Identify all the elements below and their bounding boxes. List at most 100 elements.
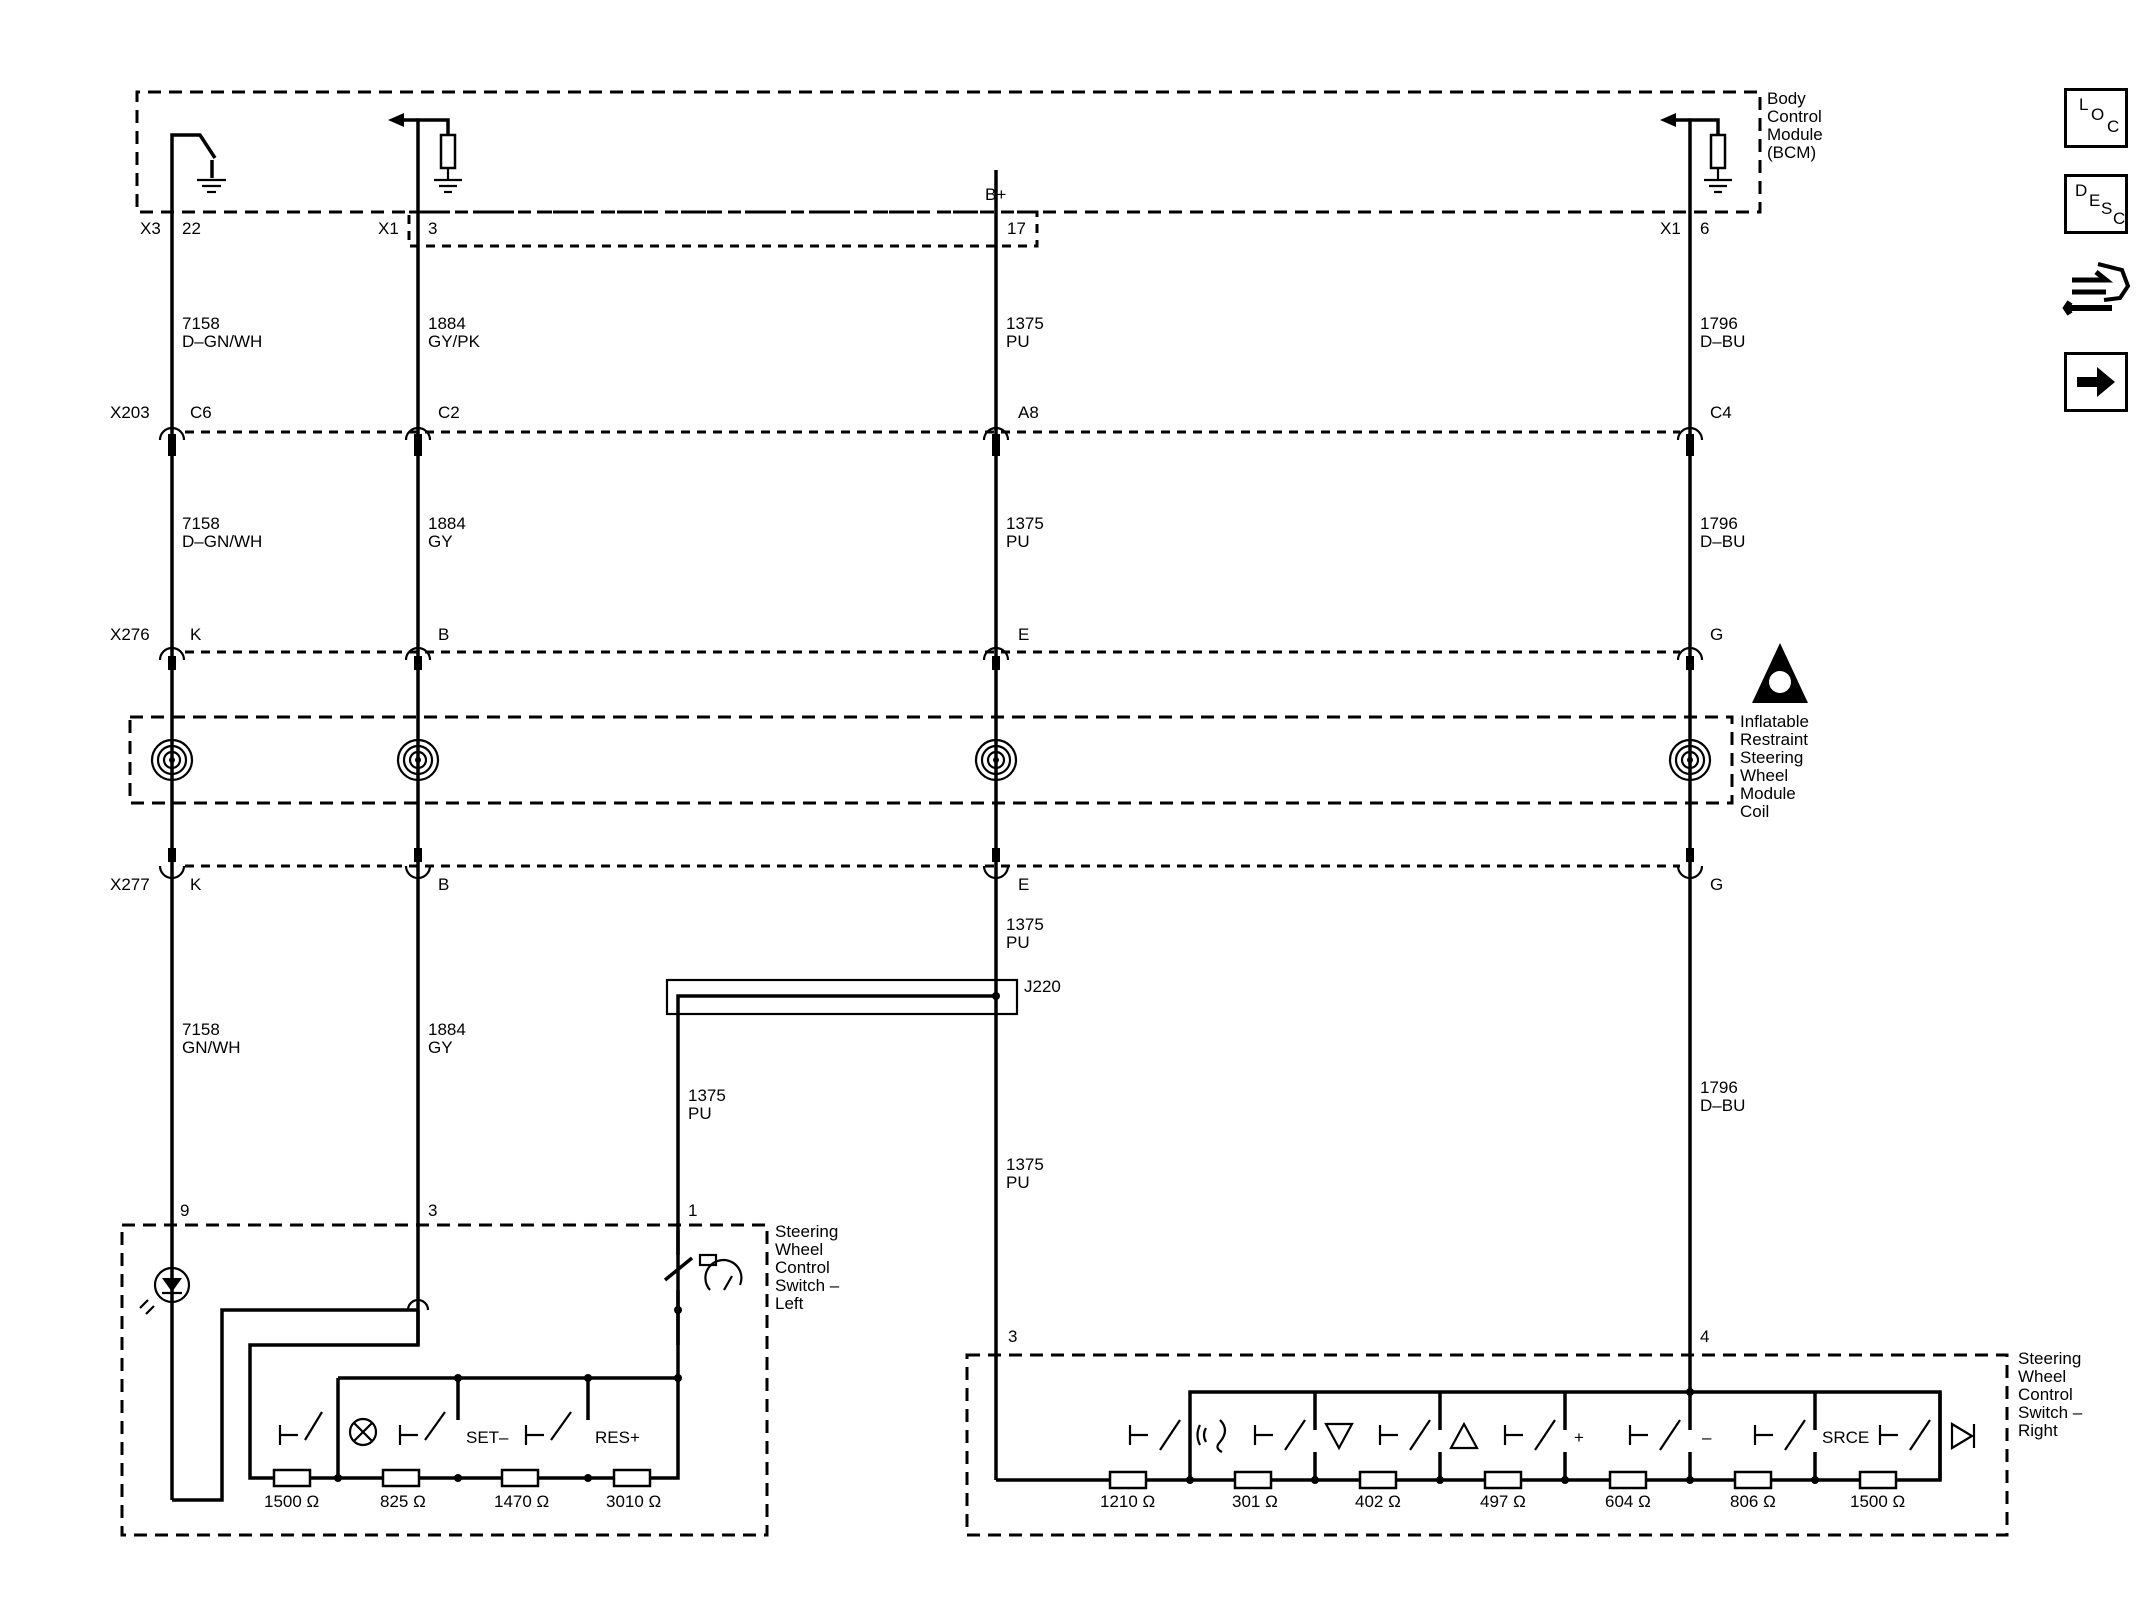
bcm-label-line: (BCM) bbox=[1767, 143, 1816, 162]
next-arrow-icon[interactable] bbox=[2064, 352, 2128, 412]
minus-label: – bbox=[1702, 1428, 1712, 1447]
bcm-module: Body Control Module (BCM) X3 22 X1 3 B+ … bbox=[135, 89, 1823, 248]
connector-x276: X276 K B E G bbox=[110, 625, 1723, 654]
circuit-number: 1375 bbox=[1006, 1155, 1044, 1174]
right-switch-label-line: Wheel bbox=[2018, 1367, 2066, 1386]
set-minus-label: SET– bbox=[466, 1428, 509, 1447]
arrow-left-icon bbox=[1660, 113, 1676, 127]
left-switch-module: 9 3 1 Steering Wheel Control Switch – Le… bbox=[120, 1201, 840, 1537]
svg-text:Wheel: Wheel bbox=[1740, 766, 1788, 785]
circuit-number: 7158 bbox=[182, 1020, 220, 1039]
description-icon[interactable]: D E S C bbox=[2064, 174, 2128, 234]
splice-j220: J220 bbox=[665, 977, 1061, 1345]
location-icon[interactable]: L O C bbox=[2064, 88, 2128, 148]
cancel-icon bbox=[348, 1417, 378, 1447]
svg-text:Switch –: Switch – bbox=[2018, 1403, 2083, 1422]
resistor-value: 497 Ω bbox=[1480, 1492, 1526, 1511]
right-switch-label-line: Switch – bbox=[2018, 1403, 2083, 1422]
pin-label: 3 bbox=[428, 1201, 437, 1220]
resistor-icon bbox=[1858, 1470, 1898, 1490]
svg-text:Coil: Coil bbox=[1740, 802, 1769, 821]
wire-color: D–GN/WH bbox=[182, 332, 262, 351]
left-switch-label-line: Switch – bbox=[775, 1276, 840, 1295]
resistor-value: 3010 Ω bbox=[606, 1492, 661, 1511]
coil-label-line: Wheel bbox=[1740, 766, 1788, 785]
svg-text:Control: Control bbox=[1767, 107, 1822, 126]
up-triangle-icon bbox=[1449, 1421, 1479, 1450]
cavity-label: B bbox=[438, 875, 449, 894]
svg-text:Steering: Steering bbox=[2018, 1349, 2081, 1368]
cavity-label: E bbox=[1018, 625, 1029, 644]
pin-label: 6 bbox=[1700, 219, 1709, 238]
pin-label: X1 bbox=[1660, 219, 1681, 238]
circuit-number: 1796 bbox=[1700, 1078, 1738, 1097]
wire-color: PU bbox=[688, 1104, 712, 1123]
connector-name: X203 bbox=[110, 403, 150, 422]
connector-name: X277 bbox=[110, 875, 150, 894]
resistor-value: 1500 Ω bbox=[1850, 1492, 1905, 1511]
coil-label-line: Module bbox=[1740, 784, 1796, 803]
wire-color: PU bbox=[1006, 332, 1030, 351]
splice-label: J220 bbox=[1024, 977, 1061, 996]
wire-color: GY bbox=[428, 1038, 453, 1057]
connector-x277: X277 K B E G bbox=[110, 864, 1723, 894]
cavity-label: C4 bbox=[1710, 403, 1732, 422]
pin-label: 3 bbox=[1008, 1327, 1017, 1346]
clockspring-icon bbox=[396, 738, 440, 782]
svg-text:Module: Module bbox=[1767, 125, 1823, 144]
cavity-label: C6 bbox=[190, 403, 212, 422]
resistor-icon bbox=[1608, 1470, 1648, 1490]
resistor-icon bbox=[1709, 133, 1727, 170]
resistor-icon bbox=[381, 1468, 421, 1488]
resistor-icon bbox=[1483, 1470, 1523, 1490]
wires bbox=[170, 170, 1692, 1500]
connector-x203: X203 C6 C2 A8 C4 bbox=[110, 403, 1732, 434]
left-switch-label-line: Wheel bbox=[775, 1240, 823, 1259]
connector-name: X276 bbox=[110, 625, 150, 644]
svg-text:Switch –: Switch – bbox=[775, 1276, 840, 1295]
circuit-number: 1796 bbox=[1700, 314, 1738, 333]
pin-label: 9 bbox=[180, 1201, 189, 1220]
circuit-number: 1884 bbox=[428, 1020, 466, 1039]
led-icon bbox=[153, 1266, 191, 1304]
right-switch-label-line: Steering bbox=[2018, 1349, 2081, 1368]
res-plus-label: RES+ bbox=[595, 1428, 640, 1447]
pin-label: X3 bbox=[140, 219, 161, 238]
circuit-number: 7158 bbox=[182, 514, 220, 533]
coil-module: Inflatable Restraint Steering Wheel Modu… bbox=[128, 643, 1809, 821]
wire-color: PU bbox=[1006, 1173, 1030, 1192]
svg-text:Wheel: Wheel bbox=[775, 1240, 823, 1259]
clockspring-icon bbox=[1668, 738, 1712, 782]
wire-color: GY bbox=[428, 532, 453, 551]
ground-icon bbox=[197, 178, 226, 194]
wire-color: PU bbox=[1006, 933, 1030, 952]
bcm-label-line: Module bbox=[1767, 125, 1823, 144]
arrow-left-icon bbox=[388, 113, 404, 127]
svg-text:Wheel: Wheel bbox=[2018, 1367, 2066, 1386]
plus-label: + bbox=[1574, 1428, 1584, 1447]
svg-text:Control: Control bbox=[2018, 1385, 2073, 1404]
seek-next-icon bbox=[1950, 1422, 1976, 1450]
coil-label-line: Restraint bbox=[1740, 730, 1808, 749]
wire-color: D–BU bbox=[1700, 532, 1745, 551]
svg-text:Control: Control bbox=[775, 1258, 830, 1277]
cavity-label: E bbox=[1018, 875, 1029, 894]
clockspring-icon bbox=[974, 738, 1018, 782]
resistor-icon bbox=[1108, 1470, 1148, 1490]
ground-icon bbox=[434, 178, 462, 194]
service-tool-icon[interactable] bbox=[2062, 260, 2132, 328]
pin-label: X1 bbox=[378, 219, 399, 238]
left-switch-label-line: Left bbox=[775, 1294, 804, 1313]
resistor-icon bbox=[439, 133, 457, 170]
right-switch-module: 3 4 Steering Wheel Control Switch – Righ… bbox=[965, 1327, 2083, 1537]
resistor-icon bbox=[272, 1468, 312, 1488]
left-switch-label-line: Steering bbox=[775, 1222, 838, 1241]
wire-color: GY/PK bbox=[428, 332, 481, 351]
ground-icon bbox=[1704, 178, 1732, 194]
circuit-number: 1796 bbox=[1700, 514, 1738, 533]
cavity-label: A8 bbox=[1018, 403, 1039, 422]
circuit-number: 1375 bbox=[1006, 314, 1044, 333]
wire-color: D–BU bbox=[1700, 332, 1745, 351]
cavity-label: G bbox=[1710, 625, 1723, 644]
